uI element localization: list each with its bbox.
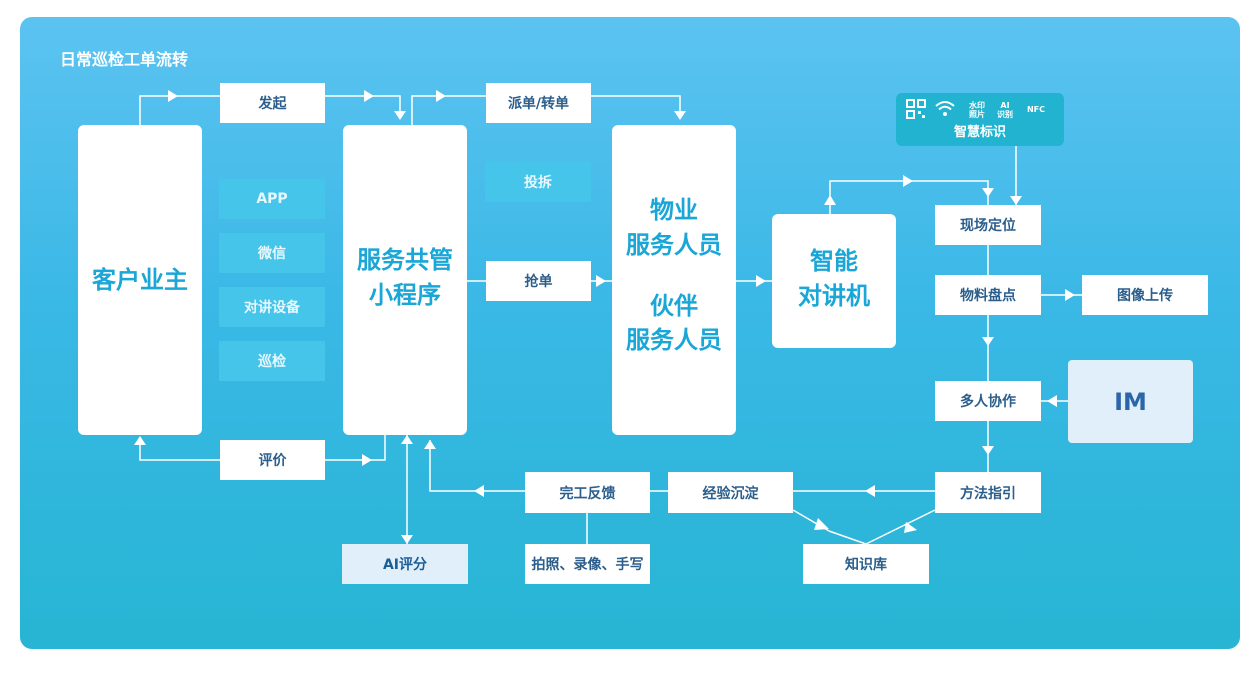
node-miniprogram-line2: 小程序 [369, 280, 441, 309]
watermark-line1: 水印 [969, 101, 985, 110]
node-finish-feedback: 完工反馈 [525, 472, 650, 513]
node-staff-line2: 服务人员 [626, 230, 722, 259]
node-image-upload: 图像上传 [1082, 275, 1208, 315]
node-media-capture: 拍照、录像、手写 [525, 544, 650, 584]
node-partner-line1: 伙伴 [650, 291, 698, 320]
node-collaboration: 多人协作 [935, 381, 1041, 421]
diagram-title: 日常巡检工单流转 [60, 50, 189, 69]
node-experience: 经验沉淀 [668, 472, 793, 513]
node-smart-intercom: 智能 对讲机 [772, 214, 896, 348]
ai-line2: 识别 [997, 110, 1013, 119]
smart-tag-panel: 水印 照片 AI 识别 NFC 智慧标识 [896, 93, 1064, 146]
node-staff-line1: 物业 [650, 196, 698, 224]
watermark-photo-label: 水印 照片 [966, 101, 988, 119]
node-customer: 客户业主 [78, 125, 202, 435]
node-customer-label: 客户业主 [92, 265, 188, 294]
node-partner-line2: 服务人员 [626, 326, 722, 355]
ai-line1: AI [1000, 101, 1010, 110]
smart-tag-label: 智慧标识 [953, 125, 1006, 140]
node-dispatch: 派单/转单 [486, 83, 591, 123]
channel-app: APP [219, 179, 325, 219]
node-miniprogram: 服务共管 小程序 [343, 125, 467, 435]
node-service-staff: 物业 服务人员 伙伴 服务人员 [612, 125, 736, 435]
node-initiate: 发起 [220, 83, 325, 123]
node-miniprogram-line1: 服务共管 [357, 246, 453, 274]
wifi-icon [935, 101, 955, 116]
node-complaint: 投拆 [485, 162, 591, 202]
channel-inspection: 巡检 [219, 341, 325, 381]
node-evaluate: 评价 [220, 440, 325, 480]
qr-code-icon [906, 99, 926, 119]
node-grab: 抢单 [486, 261, 591, 301]
channel-intercom-device: 对讲设备 [219, 287, 325, 327]
node-onsite-locate: 现场定位 [935, 205, 1041, 245]
node-ai-score: AI评分 [342, 544, 468, 584]
nfc-label: NFC [1026, 105, 1046, 114]
node-knowledge-base: 知识库 [803, 544, 929, 584]
node-method-guide: 方法指引 [935, 472, 1041, 513]
node-inventory: 物料盘点 [935, 275, 1041, 315]
node-intercom-line2: 对讲机 [798, 281, 870, 310]
channel-wechat: 微信 [219, 233, 325, 273]
node-intercom-line1: 智能 [810, 247, 858, 275]
watermark-line2: 照片 [969, 110, 985, 119]
ai-recognition-label: AI 识别 [994, 101, 1016, 119]
node-im: IM [1068, 360, 1193, 443]
